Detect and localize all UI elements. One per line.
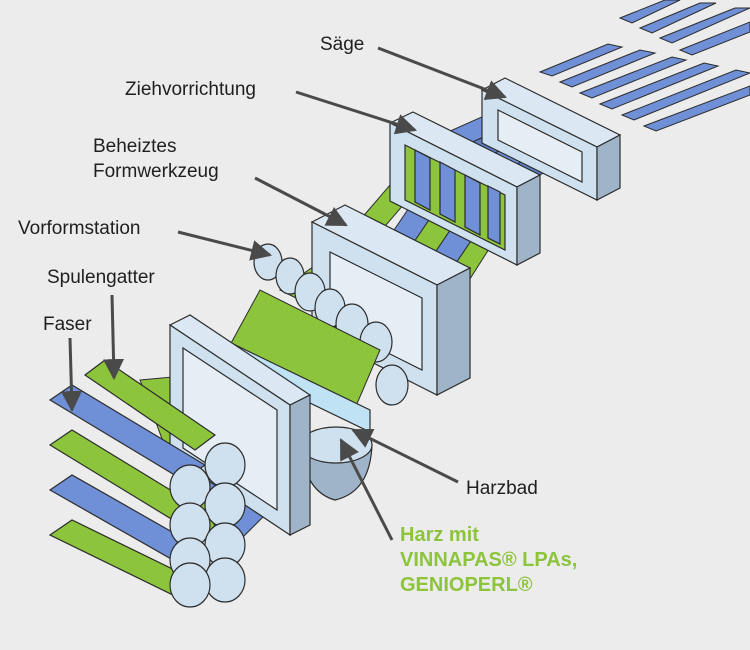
arrow-faser (60, 337, 82, 413)
label-harz-block: Harz mit VINNAPAS® LPAs, GENIOPERL® (400, 523, 577, 598)
label-beheiztes-line2: Formwerkzeug (93, 161, 219, 182)
arrow-beheiztes (254, 176, 348, 227)
arrow-saege (377, 46, 507, 100)
label-vorformstation: Vorformstation (18, 218, 141, 239)
label-harz-line1: Harz mit (400, 524, 479, 546)
creel-spools (48, 359, 246, 608)
label-harz-line2: VINNAPAS® LPAs, (400, 549, 578, 571)
label-harz-line3: GENIOPERL® (400, 574, 533, 596)
arrow-harzbad (351, 428, 459, 484)
label-saege: Säge (320, 34, 365, 55)
label-spulengatter: Spulengatter (47, 267, 155, 288)
label-ziehvorrichtung: Ziehvorrichtung (125, 79, 256, 100)
arrow-ziehvorrichtung (295, 90, 418, 135)
label-arrows (60, 46, 507, 541)
heated-die (310, 204, 472, 396)
arrow-harz (339, 438, 394, 541)
arrow-spulengatter (103, 294, 125, 381)
bath-frame (168, 314, 312, 537)
label-faser: Faser (43, 314, 92, 335)
label-beheiztes-line1: Beheiztes (93, 136, 177, 157)
arrow-vorformstation (177, 230, 273, 261)
cut-profiles (538, 0, 750, 132)
puller-frame (388, 111, 542, 266)
saw-frame (480, 77, 622, 201)
label-harzbad: Harzbad (466, 478, 538, 499)
